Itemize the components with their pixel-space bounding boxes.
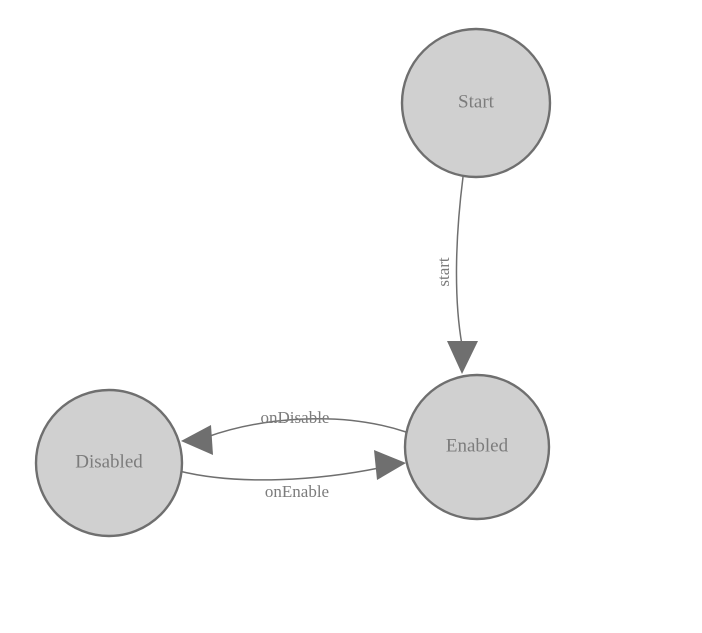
edge-line-enabled-to-disabled [206,418,407,438]
arrowhead-icon-enabled-to-disabled [181,425,213,455]
node-label-enabled: Enabled [446,435,509,456]
edge-disabled-to-enabled[interactable] [178,450,406,481]
edge-line-start-to-enabled [455,176,464,346]
edge-label-ondisable: onDisable [261,408,330,427]
edge-enabled-to-disabled[interactable] [181,418,407,455]
node-label-disabled: Disabled [75,451,143,472]
edge-label-onenable: onEnable [265,482,329,501]
node-start[interactable]: Start [400,27,552,179]
arrowhead-icon-start-to-enabled [447,341,478,374]
node-shape-disabled[interactable] [34,388,184,538]
node-label-start: Start [458,91,495,112]
node-shape-start[interactable] [400,27,552,179]
edge-start-to-enabled[interactable] [447,176,478,374]
node-enabled[interactable]: Enabled [403,373,551,521]
edge-group [178,176,478,481]
node-group: Start Enabled Disabled [34,27,552,538]
node-disabled[interactable]: Disabled [34,388,184,538]
arrowhead-icon-disabled-to-enabled [374,450,406,480]
edge-label-start: start [434,257,453,287]
edge-line-disabled-to-enabled [178,467,380,481]
edge-label-group: start onDisable onEnable [261,257,453,501]
node-shape-enabled[interactable] [403,373,551,521]
